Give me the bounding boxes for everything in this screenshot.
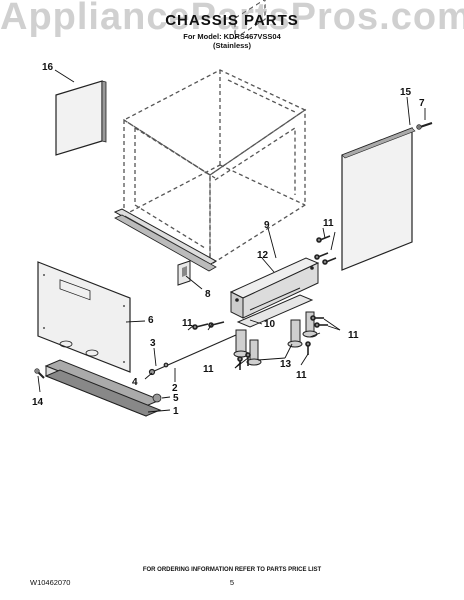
callout-7: 7 xyxy=(419,98,425,109)
callout-5: 5 xyxy=(173,393,179,404)
callout-15: 15 xyxy=(400,87,412,98)
part-6-panel xyxy=(37,261,131,373)
part-9-chassis-frame xyxy=(229,257,320,328)
part-12-rail xyxy=(113,208,218,272)
callout-16: 16 xyxy=(42,62,54,73)
callout-11-bottom-right: 11 xyxy=(296,370,307,381)
callout-3: 3 xyxy=(150,338,156,349)
page-title: CHASSIS PARTS xyxy=(165,12,299,29)
document-number: W10462070 xyxy=(30,578,71,587)
variant-line: (Stainless) xyxy=(213,41,251,50)
part-5-clip xyxy=(152,393,162,403)
callout-14: 14 xyxy=(32,397,44,408)
callout-1: 1 xyxy=(173,406,179,417)
dashed-cabinet-outline xyxy=(122,0,307,267)
part-16-side-panel xyxy=(55,80,107,156)
callout-11-top: 11 xyxy=(323,218,334,229)
ordering-note: FOR ORDERING INFORMATION REFER TO PARTS … xyxy=(142,567,322,573)
part-11-screws xyxy=(192,235,337,370)
page-number: 5 xyxy=(229,578,235,587)
callout-11-left: 11 xyxy=(182,318,193,329)
leader-lines xyxy=(37,69,426,413)
part-7-screw xyxy=(416,122,433,130)
callout-6: 6 xyxy=(148,315,154,326)
callout-11-right: 11 xyxy=(348,330,359,341)
part-8-bracket xyxy=(177,260,191,286)
callout-2: 2 xyxy=(172,383,178,394)
part-1-kickplate xyxy=(44,359,162,417)
callout-8: 8 xyxy=(205,289,211,300)
callout-4: 4 xyxy=(132,377,138,388)
part-2-rod xyxy=(148,334,237,376)
part-14-screw xyxy=(34,368,45,379)
part-15-side-panel xyxy=(341,127,416,271)
callout-9: 9 xyxy=(264,220,270,231)
model-subtitle: For Model: KDRS467VSS04 (Stainless) xyxy=(0,32,464,50)
callout-11-bottom-left: 11 xyxy=(203,364,214,375)
model-line: For Model: KDRS467VSS04 xyxy=(183,32,281,41)
callout-13: 13 xyxy=(280,359,292,370)
callout-10: 10 xyxy=(264,319,276,330)
callout-12-label: 12 xyxy=(257,250,269,261)
